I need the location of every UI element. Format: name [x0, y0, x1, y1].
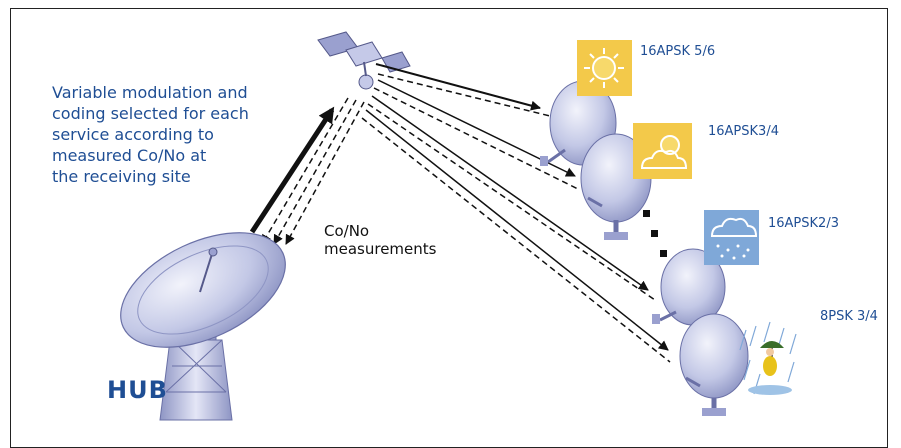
downlink-arrow-1	[375, 63, 541, 111]
modcod-label-3: 16APSK2/3	[768, 216, 839, 231]
hub-antenna-icon	[120, 232, 286, 421]
modcod-label-2: 16APSK3/4	[708, 124, 779, 139]
ellipsis-squares	[643, 210, 667, 257]
caption-line: Variable modulation and	[52, 83, 248, 102]
caption-line: service according to	[52, 125, 214, 144]
terminal-dish-4	[679, 313, 749, 416]
feedback-line-1	[377, 73, 551, 117]
return-arrow-1	[261, 97, 349, 245]
downlink-arrow-3	[371, 95, 649, 291]
feedback-line-2	[373, 87, 581, 191]
diagram-canvas	[120, 31, 797, 421]
measurement-label-line1: Co/No	[324, 222, 370, 240]
caption-line: measured Co/No at	[52, 146, 207, 165]
downlink-arrow-4	[365, 109, 669, 351]
measurement-label: Co/No measurements	[324, 222, 436, 258]
uplink-arrow	[249, 106, 335, 234]
terminal-dish-3	[652, 248, 726, 326]
hub-label: HUB	[107, 376, 168, 404]
modcod-label-4: 8PSK 3/4	[820, 309, 878, 324]
heavy-rain-icon	[739, 321, 797, 395]
modcod-label-1: 16APSK 5/6	[640, 44, 716, 59]
satellite-icon	[317, 31, 411, 90]
measurement-label-line2: measurements	[324, 240, 437, 258]
rain-cloud-icon	[704, 210, 759, 265]
partly-cloudy-icon	[633, 123, 692, 179]
modulation-caption: Variable modulation and coding selected …	[52, 82, 307, 187]
feedback-line-4	[361, 117, 671, 363]
feedback-line-3	[367, 103, 656, 301]
sun-icon	[577, 40, 632, 96]
caption-line: the receiving site	[52, 167, 191, 186]
return-arrow-2	[273, 99, 357, 245]
caption-line: coding selected for each	[52, 104, 249, 123]
return-arrow-3	[285, 101, 365, 245]
